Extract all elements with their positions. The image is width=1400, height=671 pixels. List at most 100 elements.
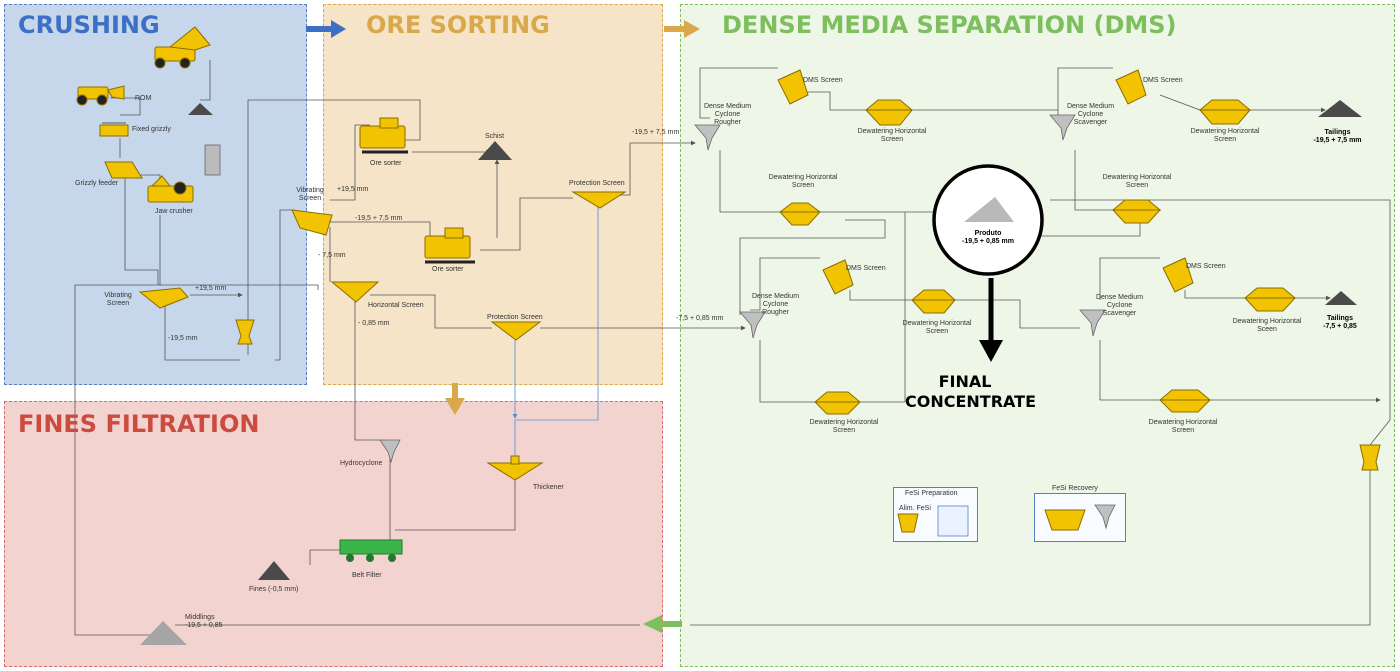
minus-0-85-label: - 0,85 mm — [358, 320, 390, 327]
crushing-minus-19-5-label: -19,5 mm — [168, 335, 198, 342]
fines-product-label: Fines (-0,5 mm) — [249, 586, 299, 593]
ore-sorting-title: ORE SORTING — [366, 11, 550, 39]
crushing-to-sorting-arrow — [306, 20, 346, 38]
crushing-title: CRUSHING — [18, 11, 160, 39]
dewatering-8-icon — [1158, 389, 1212, 413]
scavenger-cyclone-2-icon — [1079, 309, 1106, 337]
belt-filter-icon — [339, 539, 403, 562]
tailings-1-icon — [1318, 100, 1362, 117]
fines-protection-screen-icon — [490, 321, 542, 341]
dms-range-top-label: -19,5 + 7,5 mm — [632, 129, 680, 136]
tailings-1-label: Tailings-19,5 + 7,5 mm — [1313, 129, 1362, 144]
dms-screen-3-icon — [822, 259, 854, 295]
dms-screen-2-label: DMS Screen — [1143, 77, 1183, 84]
crushing-hopper-icon — [235, 319, 255, 345]
horizontal-screen-icon — [330, 281, 380, 303]
minus-7-5-label: - 7,5 mm — [318, 252, 346, 259]
tailings-2-icon — [1325, 291, 1357, 305]
ore-sorter-1-icon — [359, 117, 408, 154]
final-concentrate-arrow — [979, 278, 1003, 362]
rougher-cyclone-2-icon — [739, 311, 766, 339]
produto-label: Produto-19,5 + 0,85 mm — [962, 230, 1014, 245]
dewatering-7-icon — [813, 391, 862, 415]
dms-to-fines-arrow — [643, 615, 682, 633]
thickener-icon — [486, 455, 544, 481]
schist-stockpile-icon — [478, 141, 512, 160]
thickener-label: Thickener — [533, 484, 564, 491]
schist-label: Schist — [485, 133, 505, 140]
dms-screen-4-icon — [1162, 257, 1194, 293]
alim-fesi-label: Alim. FeSi — [899, 505, 931, 512]
dewatering-6-icon — [1243, 287, 1297, 312]
dms-screen-4-label: DMS Screen — [1186, 263, 1226, 270]
rom-label: ROM — [135, 95, 152, 102]
loader-icon — [76, 85, 125, 106]
hydrocyclone-label: Hydrocyclone — [340, 460, 383, 467]
dewatering-4-icon — [1111, 199, 1162, 224]
ore-sorter-2-icon — [424, 227, 475, 264]
grizzly-feeder-icon — [104, 161, 143, 179]
sorting-to-fines-arrow — [445, 383, 465, 415]
sorting-plus-19-5-label: +19,5 mm — [337, 186, 369, 193]
fines-filtration-zone — [4, 401, 663, 667]
fesi-recovery-tank-icon — [1044, 509, 1086, 531]
dms-range-bottom-label: -7,5 + 0,85 mm — [676, 315, 724, 322]
rougher-cyclone-1-icon — [694, 124, 721, 151]
middlings-label: Middlings-19,5 + 0,85 — [185, 614, 223, 629]
dms-screen-3-label: DMS Screen — [846, 265, 886, 272]
dewatering-5-icon — [910, 289, 957, 314]
dms-title: DENSE MEDIA SEPARATION (DMS) — [722, 11, 1177, 39]
grizzly-feeder-label: Grizzly feeder — [75, 180, 119, 187]
jaw-crusher-icon — [147, 175, 194, 203]
equipment-icons — [76, 26, 1381, 533]
sorting-to-dms-arrow — [664, 20, 700, 38]
dms-zone — [680, 4, 1395, 667]
sorting-vibrating-screen-icon — [291, 209, 333, 236]
dms-screen-1-icon — [777, 69, 809, 105]
horizontal-screen-label: Horizontal Screen — [368, 302, 424, 309]
fesi-recovery-label: FeSi Recovery — [1052, 485, 1098, 492]
ore-sorter-1-label: Ore sorter — [370, 160, 402, 167]
dms-screen-1-label: DMS Screen — [803, 77, 843, 84]
tailings-2-label: Tailings-7,5 + 0,85 — [1323, 315, 1357, 330]
slurry-lines — [512, 205, 599, 460]
sorting-protection-screen-label: Protection Screen — [569, 180, 625, 187]
scavenger-cyclone-1-icon — [1049, 114, 1076, 141]
dms-screen-2-icon — [1115, 69, 1147, 105]
process-lines — [74, 60, 1391, 636]
product-stockpile-icon — [964, 197, 1014, 222]
haul-truck-icon — [154, 26, 211, 69]
fesi-mixer-icon — [937, 505, 969, 537]
jaw-frame-icon — [204, 144, 221, 176]
dewatering-3-icon — [1198, 99, 1252, 125]
hydrocyclone-icon — [379, 439, 401, 464]
dms-hopper-icon — [1359, 444, 1381, 471]
middlings-stockpile-icon — [140, 621, 187, 645]
sorting-range-label: -19,5 + 7,5 mm — [355, 215, 403, 222]
dewatering-1-icon — [864, 99, 914, 126]
crushing-plus-19-5-label: +19,5 mm — [195, 285, 227, 292]
fixed-grizzly-icon — [99, 122, 129, 137]
alim-fesi-icon — [897, 513, 919, 533]
dewatering-2-icon — [778, 202, 822, 226]
sorting-protection-screen-icon — [571, 191, 627, 209]
cyclone-icons — [204, 114, 1116, 537]
belt-filter-label: Belt Filter — [352, 572, 382, 579]
ore-sorter-2-label: Ore sorter — [432, 266, 464, 273]
jaw-crusher-label: Jaw crusher — [155, 208, 193, 215]
fines-filtration-title: FINES FILTRATION — [18, 410, 260, 438]
rom-stockpile-icon — [188, 103, 213, 115]
